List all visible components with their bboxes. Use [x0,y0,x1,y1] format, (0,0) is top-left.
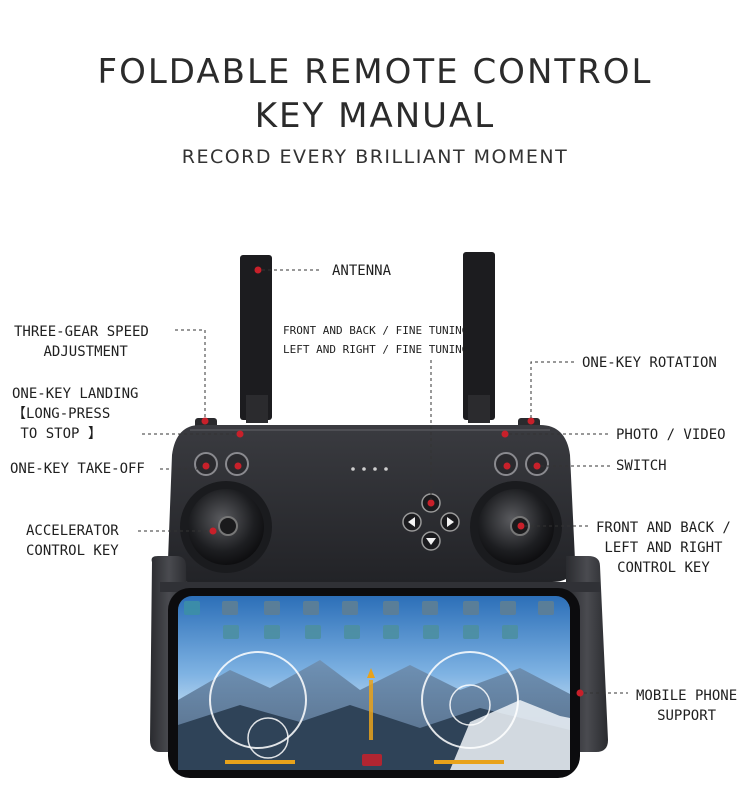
label-photo-video: PHOTO / VIDEO [616,427,726,443]
label-one-key-landing: ONE-KEY LANDING 【LONG-PRESS TO STOP 】 [12,386,139,442]
label-phone-support: MOBILE PHONE SUPPORT [636,688,738,724]
app-icons-row2 [223,625,518,639]
virtual-stick-left [209,651,307,749]
label-one-key-takeoff: ONE-KEY TAKE-OFF [10,461,145,477]
stop-button [362,754,382,766]
virtual-stick-right [421,651,519,749]
label-front-back-control: FRONT AND BACK / LEFT AND RIGHT CONTROL … [596,520,731,576]
label-one-key-rotation: ONE-KEY ROTATION [582,355,717,371]
left-antenna [240,255,272,423]
mobile-phone [168,588,580,778]
title-line-1: FOLDABLE REMOTE CONTROL [97,52,653,92]
indicator-dots [351,467,388,471]
subtitle: RECORD EVERY BRILLIANT MOMENT [181,146,569,168]
leader-lines [138,269,628,694]
title-line-2: KEY MANUAL [254,96,496,136]
label-accelerator: ACCELERATOR CONTROL KEY [26,523,119,559]
trim-dpad [402,493,460,551]
left-joystick [180,481,272,573]
app-icons-row1 [184,601,554,615]
label-three-gear-speed: THREE-GEAR SPEED ADJUSTMENT [14,324,149,360]
right-antenna [463,252,495,423]
label-antenna: ANTENNA [332,263,392,279]
red-markers [201,266,584,697]
label-fine-tuning: FRONT AND BACK / FINE TUNING LEFT AND RI… [283,324,469,356]
right-joystick [470,481,562,573]
label-switch: SWITCH [616,458,667,474]
